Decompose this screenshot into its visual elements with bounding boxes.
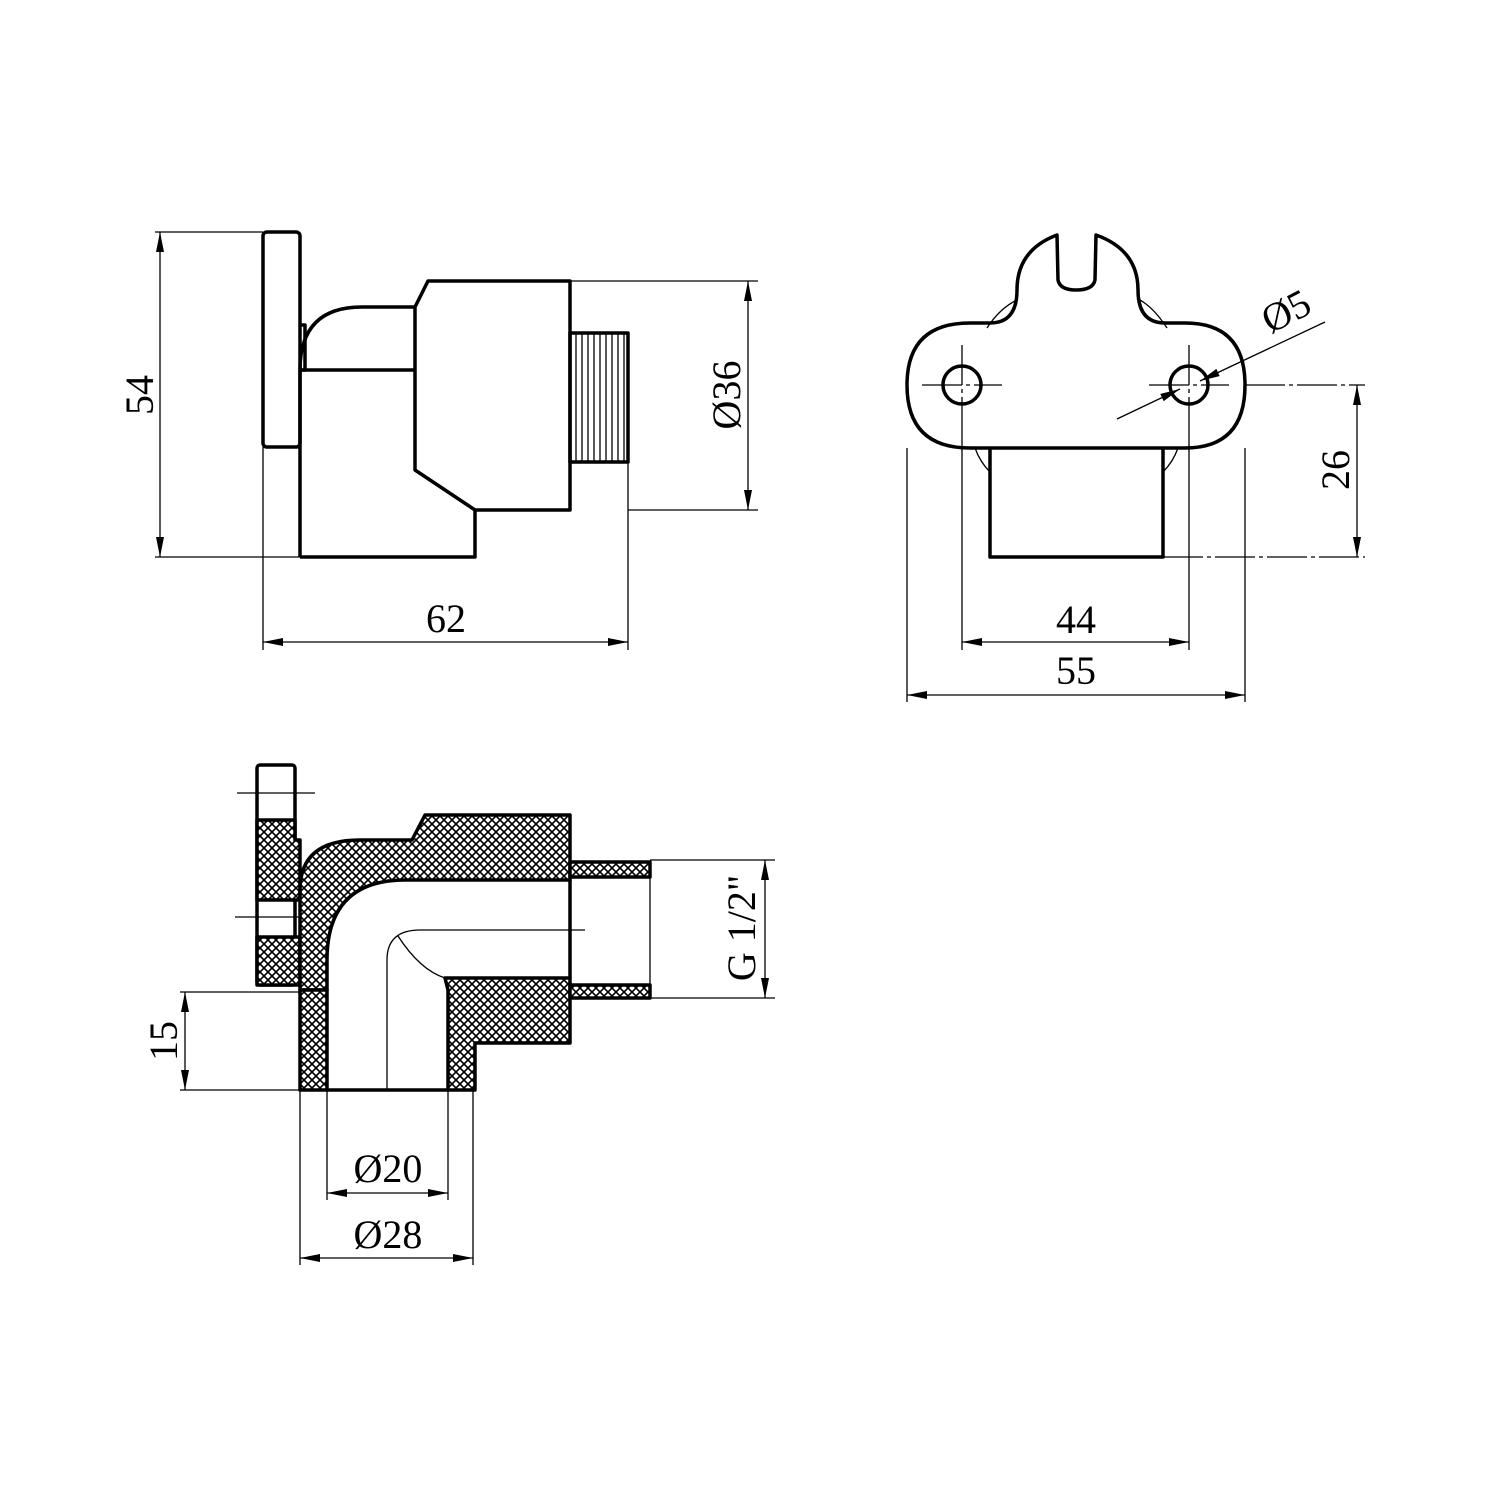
dim-height-54: 54 [117, 375, 162, 415]
mounting-flange [905, 233, 1247, 450]
section-view: G 1/2" 15 Ø20 Ø28 [141, 763, 775, 1265]
dim-hole-spacing-44: 44 [1056, 597, 1096, 642]
section-elbow-lower [298, 976, 572, 1092]
dim-diameter-36: Ø36 [704, 361, 749, 430]
outlet-body [988, 448, 1165, 559]
dim-inner-diameter-20: Ø20 [354, 1146, 423, 1191]
dim-thread-g-half: G 1/2" [719, 875, 764, 981]
dim-width-55: 55 [1056, 648, 1096, 693]
dim-depth-15: 15 [141, 1021, 186, 1061]
mounting-plate [261, 230, 302, 449]
thread-lines [575, 333, 625, 462]
side-view: 54 Ø36 62 [117, 230, 758, 650]
dim-height-26: 26 [1313, 450, 1358, 490]
section-elbow-upper [298, 813, 572, 992]
dim-length-62: 62 [426, 596, 466, 641]
elbow-body [298, 279, 572, 559]
front-view: Ø5 26 44 55 [905, 233, 1365, 702]
dim-outer-diameter-28: Ø28 [354, 1212, 423, 1257]
male-thread [568, 331, 630, 464]
dim-hole-diameter-5: Ø5 [1254, 280, 1318, 342]
